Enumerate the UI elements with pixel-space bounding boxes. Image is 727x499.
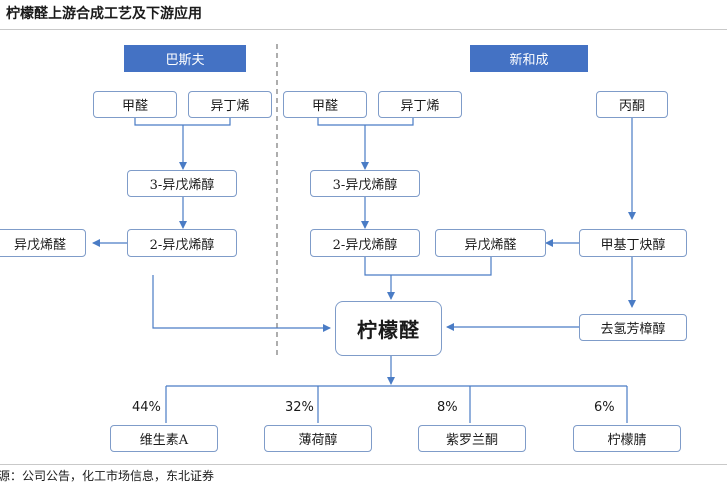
nhu-merge-line xyxy=(317,118,414,126)
nhu-formaldehyde-node: 甲醛 xyxy=(283,91,367,118)
footer-rule xyxy=(0,464,727,465)
arrow-basf-to-citral xyxy=(152,275,331,332)
header-nhu: 新和成 xyxy=(470,45,588,72)
basf-isopentenol-node: 3-异戊烯醇 xyxy=(127,170,237,197)
citral-node: 柠檬醛 xyxy=(335,301,442,356)
nhu-prenol-isopentenal-join xyxy=(364,257,492,276)
page-title: 柠檬醛上游合成工艺及下游应用 xyxy=(6,6,202,22)
basf-merge-line xyxy=(134,118,231,126)
downstream-menthol-node: 薄荷醇 xyxy=(264,425,372,452)
nhu-prenol-node: 2-异戊烯醇 xyxy=(310,229,420,257)
nhu-acetone-node: 丙酮 xyxy=(596,91,668,118)
downstream-pct: 44% xyxy=(132,400,161,415)
basf-prenol-node: 2-异戊烯醇 xyxy=(127,229,237,257)
header-basf: 巴斯夫 xyxy=(124,45,246,72)
downstream-ionone-node: 紫罗兰酮 xyxy=(418,425,526,452)
downstream-vitamin-a-node: 维生素A xyxy=(110,425,218,452)
nhu-isopentenal-node: 异戊烯醛 xyxy=(435,229,546,257)
downstream-pct: 6% xyxy=(594,400,615,415)
nhu-isopentenol-node: 3-异戊烯醇 xyxy=(310,170,420,197)
downstream-pct: 32% xyxy=(285,400,314,415)
basf-isobutylene-node: 异丁烯 xyxy=(188,91,272,118)
nhu-dehydrolinalool-node: 去氢芳樟醇 xyxy=(579,314,687,341)
basf-isopentenal-node: 异戊烯醛 xyxy=(0,229,86,257)
basf-formaldehyde-node: 甲醛 xyxy=(93,91,177,118)
downstream-citronitrile-node: 柠檬腈 xyxy=(573,425,681,452)
downstream-pct: 8% xyxy=(437,400,458,415)
nhu-isobutylene-node: 异丁烯 xyxy=(378,91,462,118)
nhu-methylbutynol-node: 甲基丁炔醇 xyxy=(579,229,687,257)
title-rule xyxy=(0,29,727,30)
source-note: 源：公司公告，化工市场信息，东北证券 xyxy=(0,469,215,483)
